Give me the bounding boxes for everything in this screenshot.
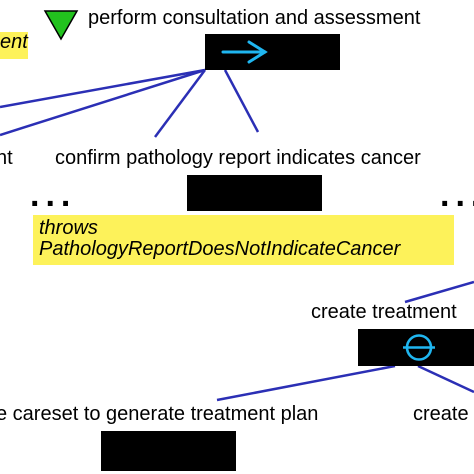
task-box-create-treatment[interactable] [358, 329, 474, 366]
task-box-pathology[interactable] [187, 175, 322, 211]
note-throws: throws PathologyReportDoesNotIndicateCan… [33, 215, 454, 265]
connector-line [404, 280, 474, 304]
connector-line [216, 364, 396, 402]
connector-line [417, 364, 474, 394]
choice-circle-icon [403, 334, 435, 361]
connector-line [0, 68, 206, 137]
task-label-create-right: create [413, 403, 469, 425]
connector-line [223, 69, 260, 133]
task-box-careset[interactable] [101, 431, 236, 471]
triangle-down-icon[interactable] [43, 9, 79, 41]
elision-dots-left: ... [30, 176, 77, 214]
connector-line [153, 69, 207, 138]
note-top-left-text: ent [0, 31, 28, 53]
task-label-consultation: perform consultation and assessment [88, 7, 421, 29]
note-throws-keyword: throws [39, 217, 98, 239]
task-label-careset: e careset to generate treatment plan [0, 403, 319, 425]
connector-line [0, 68, 206, 109]
elision-dots-right: ... [440, 176, 474, 214]
task-label-create-treatment: create treatment [311, 301, 457, 323]
task-label-pathology: confirm pathology report indicates cance… [55, 147, 421, 169]
task-label-left-cut: nt [0, 147, 13, 169]
sequence-arrow-icon [221, 40, 268, 64]
note-top-left: ent [0, 32, 28, 59]
note-throws-exception: PathologyReportDoesNotIndicateCancer [39, 238, 401, 260]
task-box-consultation[interactable] [205, 34, 340, 70]
